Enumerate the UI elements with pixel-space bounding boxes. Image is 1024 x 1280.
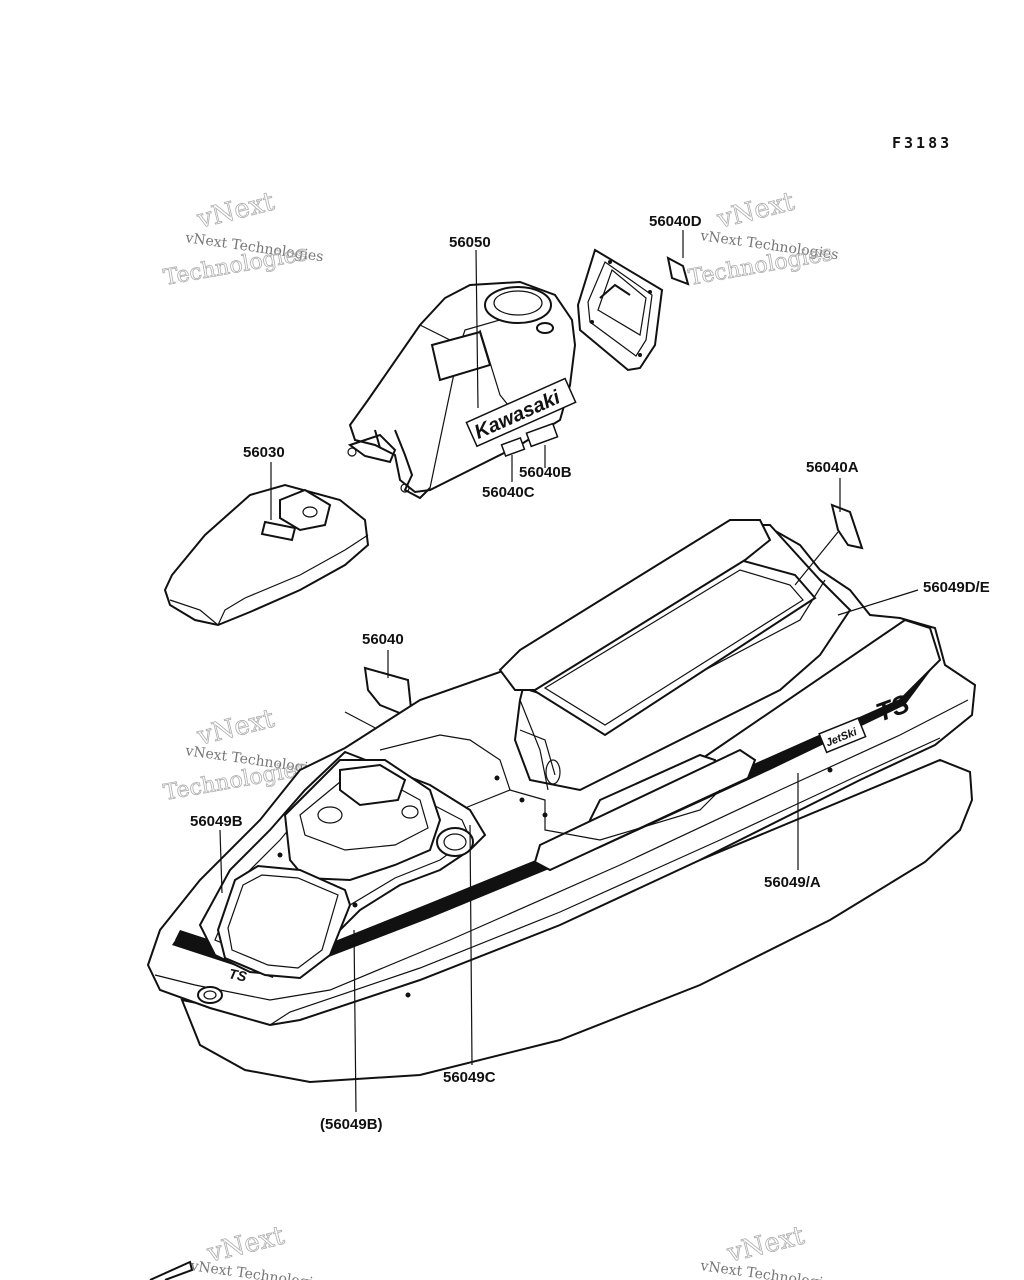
decal-56040B-shape	[525, 422, 559, 448]
decal-56040-shape	[363, 666, 414, 720]
decal-56040D-shape	[666, 256, 690, 286]
label-56049B-paren: (56049B)	[320, 1116, 383, 1133]
label-56049DE: 56049D/E	[923, 579, 990, 596]
leader-lines	[219, 230, 919, 1113]
figure-id: F3183	[892, 134, 952, 152]
watermark-word: vNext	[723, 1221, 807, 1269]
watermark-word: vNext	[193, 704, 277, 752]
watermark-text: vNext Technologies	[698, 1258, 839, 1280]
label-56050: 56050	[449, 234, 491, 251]
watermark-top-right: vNext vNext Technologies Technologies	[686, 186, 839, 291]
label-56030: 56030	[243, 444, 285, 461]
label-56040A: 56040A	[806, 459, 859, 476]
decal-56040C-shape	[500, 436, 526, 458]
label-56040D: 56040D	[649, 213, 702, 230]
watermark-word: vNext	[193, 187, 277, 235]
engine-hood-part: Kawasaki	[347, 280, 577, 500]
watermark-bottom-left: vNext vNext Technologies	[188, 1220, 329, 1280]
hull-part: TS JetSki TS	[146, 519, 977, 1084]
label-56040B: 56040B	[519, 464, 572, 481]
watermark-text: vNext Technologies	[188, 1258, 329, 1280]
label-56049A: 56049/A	[764, 874, 821, 891]
label-56049B: 56049B	[190, 813, 243, 830]
label-56040: 56040	[362, 631, 404, 648]
label-56049C: 56049C	[443, 1069, 496, 1086]
ts-bow-decal-text: TS	[227, 965, 248, 985]
label-56040C: 56040C	[482, 484, 535, 501]
storage-lid-part	[576, 248, 690, 372]
cut-off-part-bottom	[149, 1260, 194, 1280]
decal-56030-shape	[260, 520, 297, 542]
watermark-top-left: vNext vNext Technologies Technologies	[161, 186, 324, 291]
watermark-bottom-right: vNext vNext Technologies	[698, 1220, 839, 1280]
part-labels: 56050 56040D 56030 56040B 56040C 56040A …	[190, 213, 990, 1133]
watermark-word: vNext	[713, 187, 797, 235]
seat-pad-part	[163, 483, 370, 627]
decal-56040A-shape	[830, 503, 864, 550]
